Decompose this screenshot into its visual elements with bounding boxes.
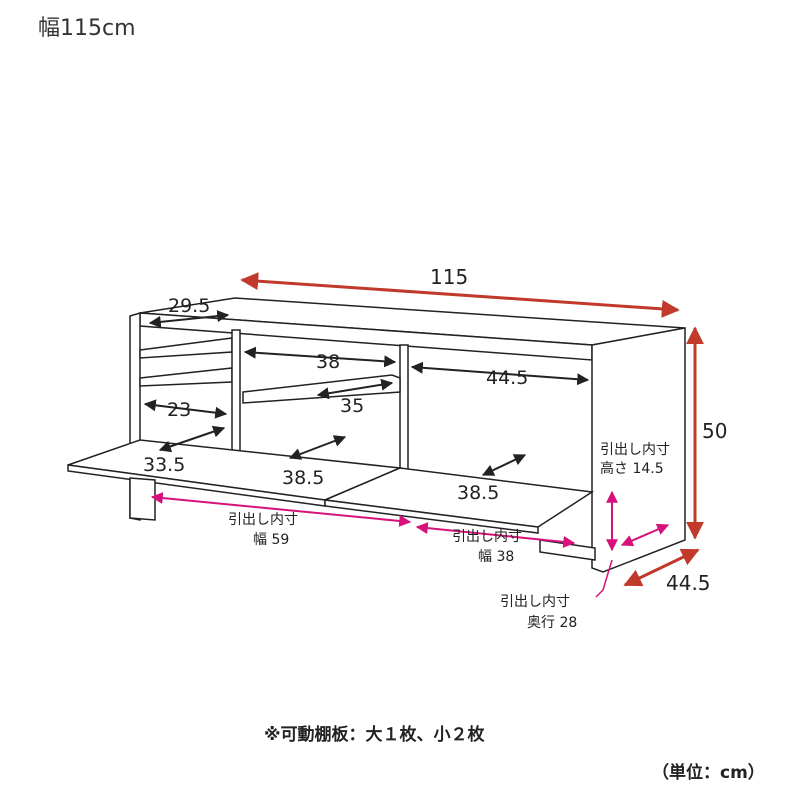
arrow-38-5-mid	[288, 435, 347, 460]
drawer-height-inner-label: 引出し内寸	[600, 442, 670, 458]
unit-note: （単位：cm）	[652, 763, 765, 783]
page-title: 幅115cm	[38, 16, 136, 41]
drawer-right-width-label: 幅 38	[478, 549, 514, 565]
footnote: ※可動棚板：大１枚、小２枚	[264, 725, 485, 745]
arrow-33-5	[158, 425, 226, 453]
depth-arrow	[623, 548, 700, 587]
width-label: 115	[430, 265, 468, 289]
drawer-width-59-arrow	[150, 492, 412, 527]
arrow-29-5	[148, 310, 230, 328]
internal-dimensions	[143, 310, 590, 476]
middle-shelf	[242, 374, 401, 404]
arrow-38-5-right	[481, 454, 527, 476]
middle-width-label: 38	[316, 351, 340, 373]
right-width-label: 44.5	[486, 367, 528, 389]
drawer-right-inner-label: 引出し内寸	[452, 529, 522, 545]
left-depth-label: 33.5	[143, 454, 185, 476]
arrow-38	[243, 346, 397, 368]
left-shelf-upper	[139, 337, 233, 359]
top-left-shelf-width-label: 29.5	[168, 295, 210, 317]
drawer-base-left	[129, 477, 156, 521]
arrow-44-5	[410, 361, 590, 386]
middle-depth-label: 38.5	[282, 467, 324, 489]
drawer-depth-label: 奥行 28	[527, 614, 577, 631]
drawer-width-38-arrow	[415, 522, 576, 548]
cabinet-body	[67, 297, 686, 573]
width-arrow	[240, 272, 680, 318]
main-dimensions	[240, 272, 704, 587]
height-label: 50	[702, 419, 727, 443]
arrow-23	[143, 399, 228, 419]
left-shelf-lower	[139, 367, 233, 387]
right-depth-label: 38.5	[457, 482, 499, 504]
drawer-depth-leader	[595, 559, 613, 598]
left-shelf-width-label: 23	[167, 399, 191, 421]
drawer-depth-inner-label: 引出し内寸	[500, 594, 570, 610]
divider-middle	[399, 344, 409, 471]
drawer-dimensions	[150, 490, 670, 598]
divider-left	[231, 329, 241, 456]
middle-shelf-width-label: 35	[340, 395, 364, 417]
drawer-height-label: 高さ 14.5	[600, 460, 664, 477]
drawer-left-inner-label: 引出し内寸	[228, 512, 298, 528]
drawer-left-width-label: 幅 59	[253, 532, 289, 548]
depth-label: 44.5	[666, 571, 711, 595]
drawer-depth-arrow	[620, 523, 670, 547]
arrow-35	[316, 378, 394, 400]
